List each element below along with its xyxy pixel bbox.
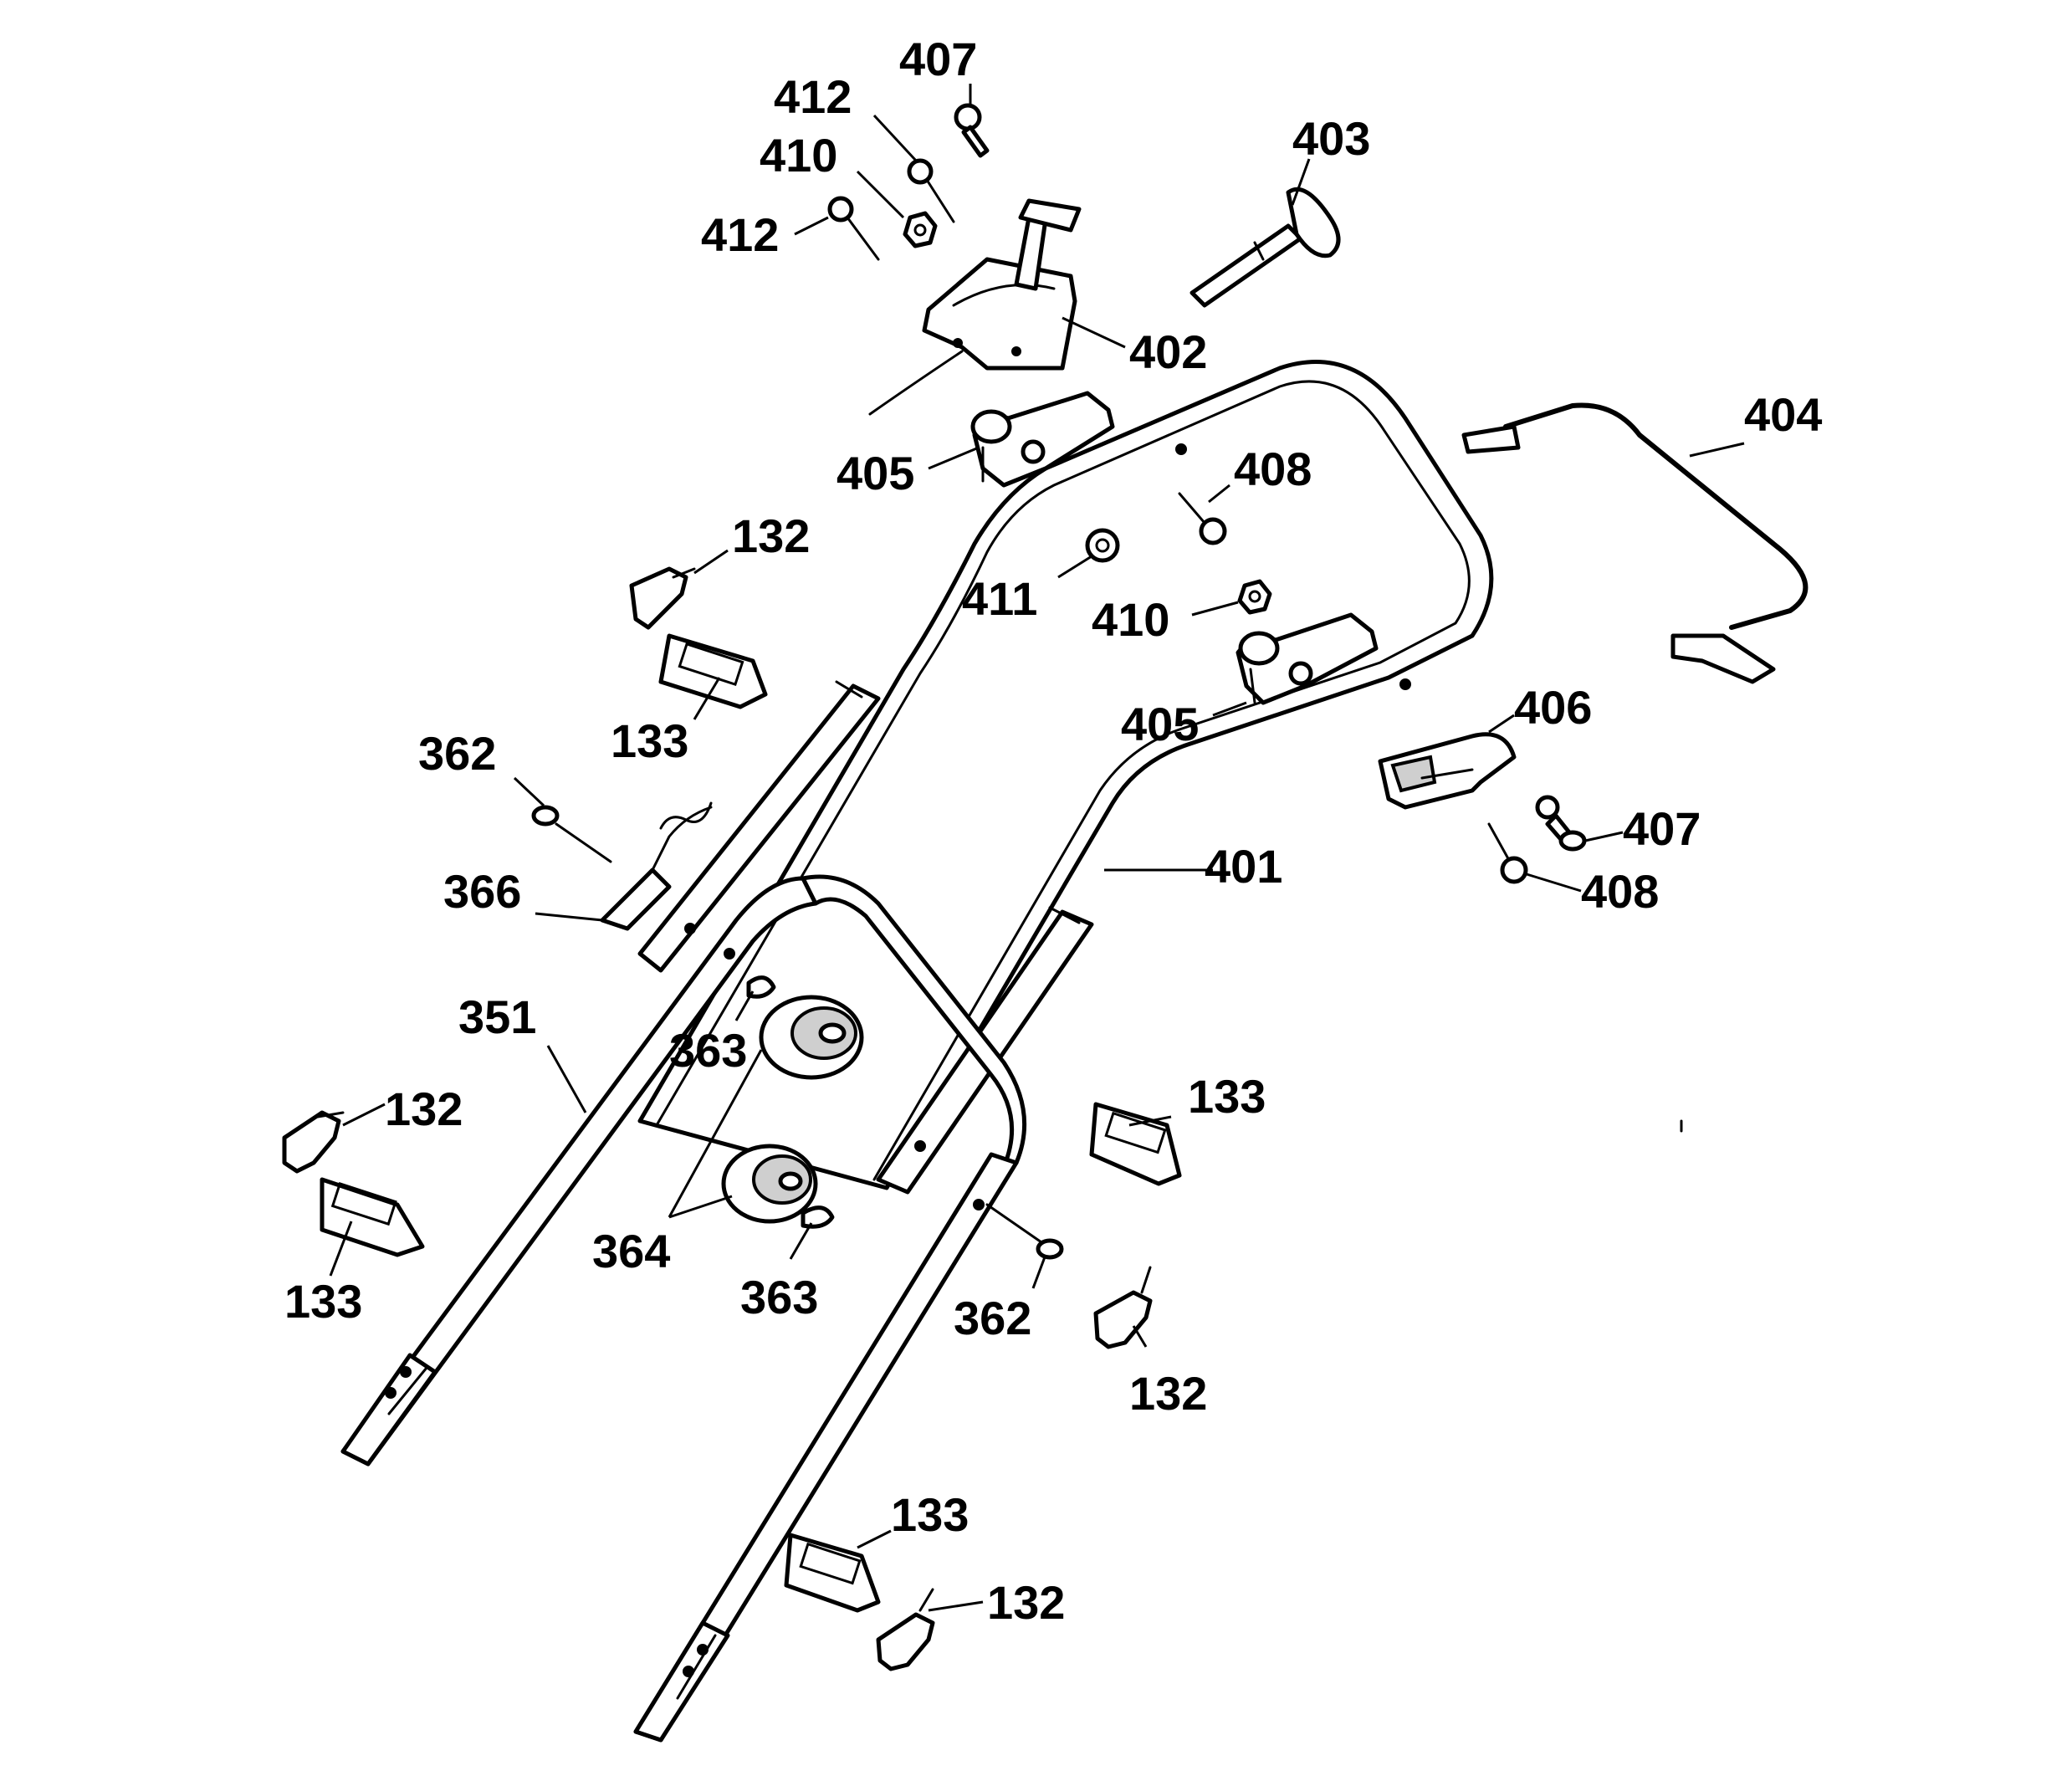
- callout-362: 362: [954, 1292, 1031, 1344]
- bolt-362-upper: [531, 805, 612, 863]
- clamp-plate-133-a: [658, 633, 768, 709]
- upper-handle-401: [637, 360, 1494, 1195]
- screw-412-upper: [907, 158, 955, 223]
- callout-132: 132: [1129, 1367, 1207, 1420]
- screw-412-lower: [827, 196, 880, 261]
- callout-412: 412: [774, 70, 852, 123]
- callout-362: 362: [418, 727, 496, 780]
- callout-labels: 407 412 410 412 403 402 404 405 408 132 …: [284, 33, 1822, 1629]
- throttle-control-402: [868, 198, 1082, 416]
- callout-408: 408: [1581, 865, 1659, 918]
- cable-tie-132-c: [1093, 1266, 1153, 1349]
- callout-410: 410: [1092, 593, 1169, 646]
- callout-406: 406: [1514, 681, 1592, 734]
- cable-tie-132-a: [629, 566, 696, 630]
- bolt-362-lower: [985, 1203, 1064, 1260]
- leader-lines: [329, 84, 1745, 1612]
- callout-363: 363: [669, 1024, 747, 1077]
- callout-405: 405: [1121, 698, 1199, 750]
- bail-rod-404: [1461, 402, 1809, 684]
- clamp-plate-133-b: [320, 1177, 425, 1257]
- cable-clip-405-upper: [970, 391, 1115, 488]
- callout-133: 133: [1188, 1070, 1266, 1123]
- nut-410-top: [903, 211, 938, 248]
- callout-133: 133: [611, 714, 688, 767]
- lower-handle-351: [340, 874, 1027, 1743]
- cable-clip-405-lower: [1236, 612, 1379, 705]
- clamp-plate-133-c: [1089, 1102, 1182, 1186]
- callout-404: 404: [1744, 388, 1822, 441]
- callout-410: 410: [760, 129, 837, 182]
- cable-guide-366: [600, 801, 713, 931]
- callout-401: 401: [1205, 840, 1282, 893]
- latch-406: [1378, 732, 1517, 810]
- callout-402: 402: [1129, 325, 1207, 378]
- callout-407: 407: [1623, 802, 1701, 855]
- callout-405: 405: [836, 447, 914, 499]
- callout-132: 132: [732, 509, 810, 562]
- spacer-411: [1085, 528, 1120, 563]
- callout-132: 132: [385, 1082, 463, 1135]
- callout-403: 403: [1292, 112, 1370, 165]
- cable-tie-132-b: [282, 1110, 345, 1174]
- washer-363-lower: [801, 1205, 835, 1229]
- callout-412: 412: [701, 208, 779, 261]
- callout-133: 133: [284, 1275, 362, 1328]
- cable-tie-132-d: [876, 1588, 935, 1671]
- callout-363: 363: [740, 1271, 818, 1323]
- callout-411: 411: [962, 572, 1037, 625]
- callout-408: 408: [1234, 443, 1312, 495]
- washer-363-upper: [746, 975, 776, 999]
- callout-366: 366: [443, 865, 521, 918]
- clamp-plate-133-d: [784, 1533, 881, 1613]
- screw-408-lower: [1487, 822, 1528, 884]
- callout-133: 133: [891, 1488, 969, 1541]
- callout-132: 132: [987, 1576, 1065, 1629]
- knob-407-top: [954, 103, 990, 158]
- knob-364-lower: [721, 1144, 818, 1224]
- control-lever-403: [1189, 187, 1341, 308]
- knob-407-right: [1535, 795, 1587, 852]
- nut-410-mid: [1237, 579, 1272, 615]
- callout-407: 407: [899, 33, 977, 85]
- callout-351: 351: [458, 990, 536, 1043]
- screw-408-upper: [1178, 492, 1227, 545]
- callout-364: 364: [592, 1225, 670, 1277]
- knob-364-upper: [759, 995, 864, 1080]
